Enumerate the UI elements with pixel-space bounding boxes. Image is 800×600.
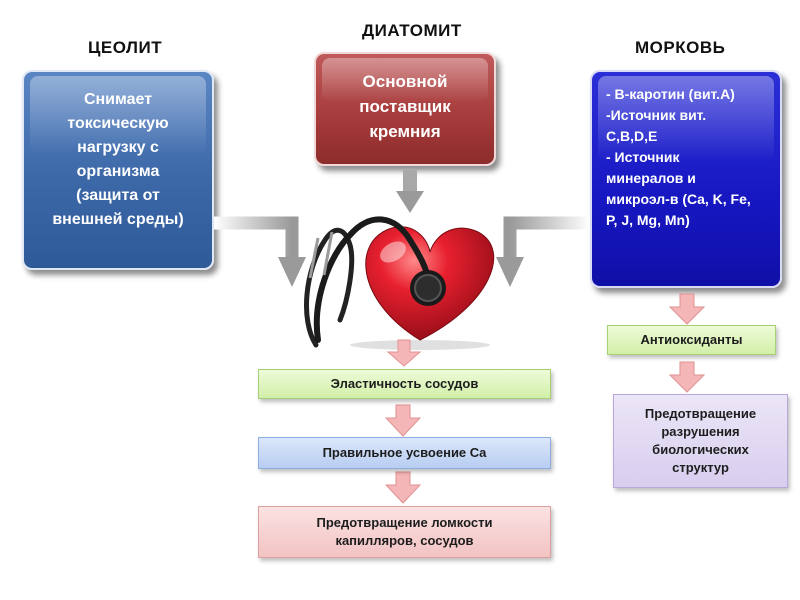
carrot-flow-arrowhead: [496, 257, 524, 287]
heart-highlight: [380, 241, 406, 263]
step-arrow-5: [668, 361, 706, 393]
step-arrow-3: [384, 471, 422, 504]
capillary-protection-box: Предотвращение ломкости капилляров, сосу…: [258, 506, 551, 558]
step-arrow-2: [384, 404, 422, 437]
vessel-elasticity-box: Эластичность сосудов: [258, 369, 551, 399]
zeolite-box-text: Снимает токсическую нагрузку с организма…: [52, 91, 184, 228]
carrot-box-text: - В-каротин (вит.А) -Источник вит. C,B,D…: [606, 86, 751, 228]
carrot-title: МОРКОВЬ: [635, 38, 726, 57]
diatomite-flow-arrow: [403, 170, 417, 192]
calcium-absorption-box: Правильное усвоение Ca: [258, 437, 551, 469]
stethoscope-earpieces: [308, 231, 334, 279]
step-arrow-1: [386, 339, 422, 367]
heart-shadow: [350, 340, 490, 350]
zeolite-title: ЦЕОЛИТ: [88, 38, 163, 57]
structure-protection-box: Предотвращение разрушения биологических …: [613, 394, 788, 488]
carrot-flow-arrow: [503, 216, 590, 258]
heart-with-stethoscope-icon: [304, 216, 495, 350]
antioxidants-box: Антиоксиданты: [607, 325, 776, 355]
zeolite-flow-arrowhead: [278, 257, 306, 287]
stethoscope-chestpiece-rim: [414, 274, 442, 302]
step-arrow-4: [668, 293, 706, 325]
stethoscope-tube-2: [313, 216, 431, 343]
zeolite-flow-arrow: [214, 216, 299, 258]
diatomite-title: ДИАТОМИТ: [362, 21, 462, 40]
diatomite-box-text: Основной поставщик кремния: [359, 72, 451, 141]
diatomite-flow-arrowhead: [396, 191, 424, 213]
stethoscope-tube: [304, 228, 355, 348]
